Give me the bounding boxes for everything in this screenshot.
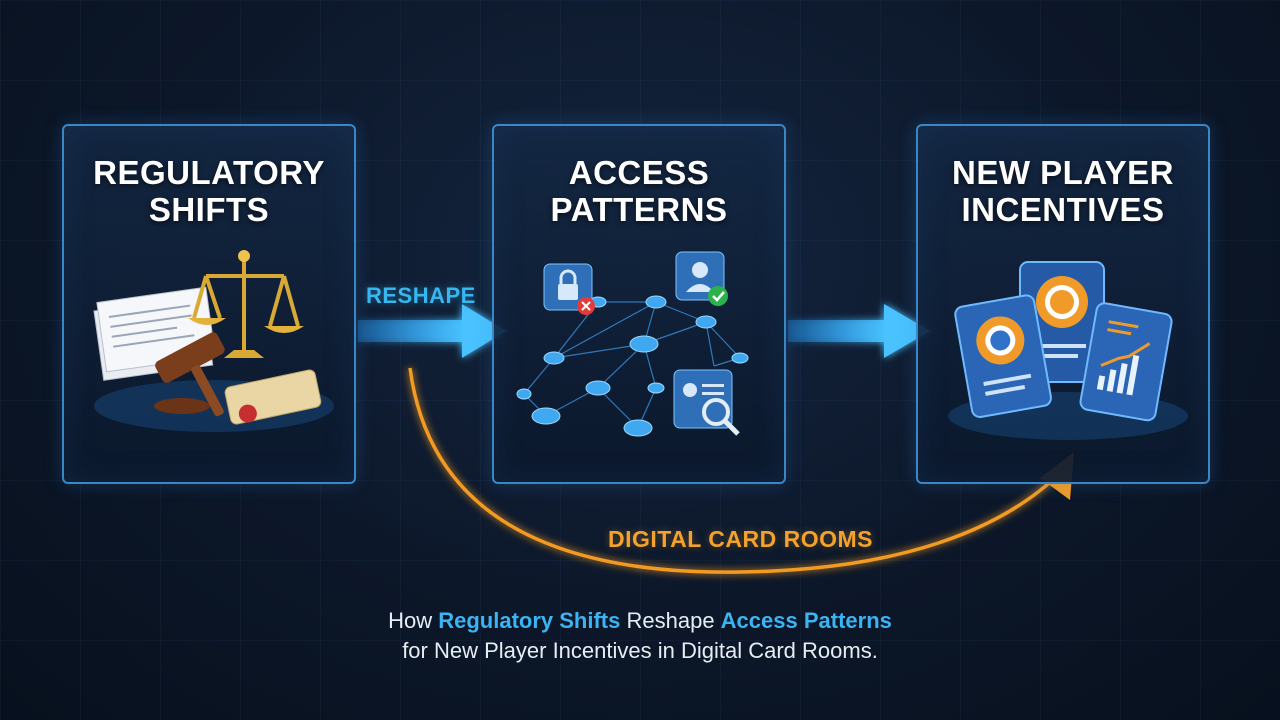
caption-highlight: Access Patterns — [720, 608, 892, 633]
caption-highlight: Regulatory Shifts — [438, 608, 621, 633]
player-cards-icon — [948, 261, 1188, 440]
reshape-arrow — [358, 304, 506, 358]
caption-text: How — [388, 608, 439, 633]
network-access-icon — [516, 251, 749, 437]
stage-title-line: NEW PLAYER — [952, 154, 1174, 191]
stage-title: ACCESS PATTERNS — [494, 154, 784, 228]
stage-panel-regulatory-shifts: REGULATORY SHIFTS — [62, 124, 356, 484]
reshape-label: RESHAPE — [366, 283, 476, 308]
digital-card-rooms-label: DIGITAL CARD ROOMS — [608, 526, 873, 552]
stage-panel-access-patterns: ACCESS PATTERNS — [492, 124, 786, 484]
caption: How Regulatory Shifts Reshape Access Pat… — [0, 606, 1280, 666]
stage-title-line: REGULATORY — [93, 154, 325, 191]
next-stage-arrow — [788, 304, 930, 358]
caption-line-2: for New Player Incentives in Digital Car… — [402, 638, 878, 663]
stage-panel-new-player-incentives: NEW PLAYER INCENTIVES — [916, 124, 1210, 484]
stage-title-line: INCENTIVES — [961, 191, 1165, 228]
caption-line-1: How Regulatory Shifts Reshape Access Pat… — [0, 606, 1280, 636]
caption-text: Reshape — [620, 608, 721, 633]
stage-title-line: ACCESS — [568, 154, 710, 191]
law-gavel-scales-icon — [93, 250, 334, 432]
stage-title-line: SHIFTS — [148, 191, 270, 228]
stage-title: REGULATORY SHIFTS — [64, 154, 354, 228]
stage-title-line: PATTERNS — [550, 191, 728, 228]
stage-title: NEW PLAYER INCENTIVES — [918, 154, 1208, 228]
